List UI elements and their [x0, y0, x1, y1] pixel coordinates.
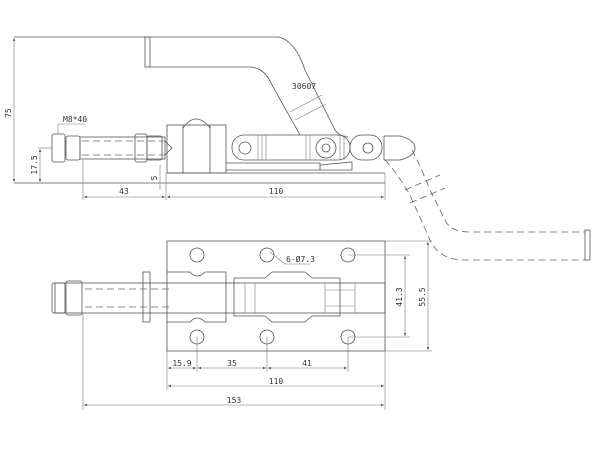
hole-spec-label: 6-Ø7.3: [286, 254, 315, 264]
dim-hole-offset: 15.9: [172, 359, 191, 368]
nut: [134, 133, 148, 163]
dim-base-length: 110: [269, 377, 284, 386]
hole: [259, 247, 275, 263]
dim-hole-pitch-1: 35: [227, 359, 237, 368]
handle-alternate-position: [384, 149, 591, 261]
side-view: 75 17.5 M8*40 30607 5 43 110: [4, 36, 591, 261]
base-plate: [166, 240, 386, 352]
nut: [51, 133, 66, 163]
plunger-rod: [51, 133, 173, 163]
nut: [65, 280, 83, 316]
nut: [146, 135, 163, 161]
dim-hole-spacing-vertical: 41.3: [395, 287, 404, 306]
bracket: [166, 124, 227, 174]
nut: [51, 282, 66, 314]
plan-view: 6-Ø7.3 41.3 55.5 15.9 35 41 110 153: [51, 240, 432, 410]
thread-spec-label: M8*40: [63, 115, 87, 124]
dim-rod-extension: 43: [119, 187, 129, 196]
dim-plate-width: 55.5: [418, 287, 427, 306]
hole: [189, 247, 205, 263]
dim-plate-thickness: 5: [150, 175, 159, 180]
plunger-rod: [54, 282, 386, 314]
linkage: [226, 134, 416, 171]
dim-rod-height: 17.5: [30, 155, 39, 174]
part-number-label: 30607: [292, 82, 316, 91]
dim-base-length: 110: [269, 187, 284, 196]
washer: [142, 271, 151, 323]
dim-overall-height: 75: [4, 108, 13, 118]
dim-hole-pitch-2: 41: [302, 359, 312, 368]
nut: [65, 135, 81, 161]
dim-overall-length: 153: [227, 396, 242, 405]
mounting-holes: [189, 247, 356, 345]
